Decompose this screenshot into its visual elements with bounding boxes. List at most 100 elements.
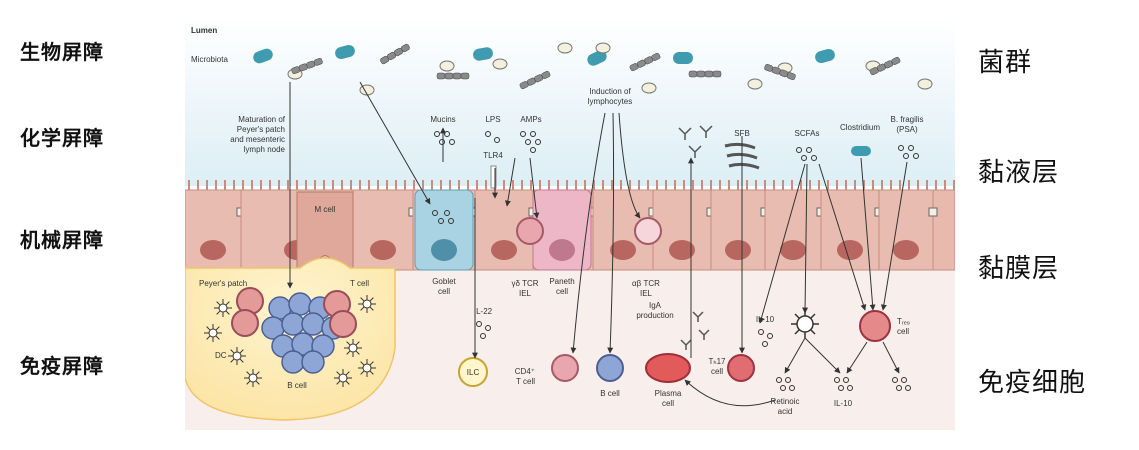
il10a-label: IL-10 <box>756 315 775 324</box>
microbiota-label: Microbiota <box>191 55 228 64</box>
right-label-microbiota: 菌群 <box>978 48 1033 78</box>
il10a-molecules <box>758 329 773 347</box>
lumen-region <box>185 18 955 186</box>
tight-junction <box>928 207 938 217</box>
dendritic-cell <box>204 324 222 342</box>
iga-antibodies <box>680 311 710 350</box>
bacterium-chain <box>380 43 410 65</box>
psa-molecules <box>898 145 919 159</box>
epithelial-nucleus <box>780 240 806 260</box>
iel-cell-1 <box>516 217 544 245</box>
pp-b-cell <box>301 312 325 336</box>
dendritic-cell <box>228 347 246 365</box>
microvilli <box>188 180 955 190</box>
bacterium-coccus <box>439 60 455 72</box>
th17-cell <box>727 354 755 382</box>
dendritic-cell <box>334 369 352 387</box>
pp-b-cell <box>288 292 312 316</box>
bacterium-coccus <box>747 78 763 90</box>
bacterium-rod <box>253 48 273 64</box>
activated-dc <box>791 310 819 338</box>
tlr4-receptor <box>490 165 497 189</box>
left-label-biological: 生物屏障 <box>20 40 104 64</box>
epithelial-nucleus <box>491 240 517 260</box>
ilc-label: ILC <box>467 368 480 377</box>
bacterium-chain <box>629 52 661 72</box>
dendritic-cell <box>244 369 262 387</box>
m-cell-label: M cell <box>315 205 336 214</box>
bacterium-chain <box>519 70 551 90</box>
amps-label: AMPs <box>520 115 541 124</box>
dendritic-cell <box>358 359 376 377</box>
cd4-label: CD4⁺T cell <box>515 367 535 386</box>
plasma-cell <box>645 353 691 383</box>
dendritic-cells <box>204 295 376 387</box>
right-label-mucosa-layer: 黏膜层 <box>978 254 1060 284</box>
bacterium-coccus <box>917 78 933 90</box>
epithelial-nucleus <box>725 240 751 260</box>
pp-b-cell <box>281 312 305 336</box>
goblet-cell <box>414 189 474 271</box>
mucins-label: Mucins <box>430 115 455 124</box>
epithelial-nucleus <box>669 240 695 260</box>
bacterium-rod <box>815 48 835 64</box>
il22-label: IL-22 <box>474 307 493 316</box>
goblet-mucin-dots <box>432 210 454 224</box>
b-cell-label: B cell <box>600 389 620 398</box>
bacterium-rod <box>335 44 355 60</box>
retinoic-molecules <box>776 377 795 391</box>
epithelial-nucleus <box>370 240 396 260</box>
epithelial-nucleus <box>837 240 863 260</box>
scfas-label: SCFAs <box>795 129 820 138</box>
iel-cell-2 <box>634 217 662 245</box>
treg-output-molecules <box>892 377 911 391</box>
pathway-arrows <box>287 81 908 407</box>
pp-t-cell-4 <box>329 310 357 338</box>
bacterium-coccus <box>557 42 573 54</box>
dc-label: DC <box>215 351 227 360</box>
bacterium-rod <box>587 50 607 66</box>
pp-t-cell-2 <box>231 309 259 337</box>
iga-antibodies-lumen <box>678 125 713 158</box>
bfragilis-label: B. fragilis(PSA) <box>891 115 924 134</box>
il10b-label: IL-10 <box>834 399 853 408</box>
pp-b-cell <box>281 350 305 374</box>
lps-label: LPS <box>485 115 500 124</box>
mucins-molecules <box>434 131 455 145</box>
il22-molecules <box>476 321 491 339</box>
right-label-immune-cells: 免疫细胞 <box>978 368 1087 398</box>
right-label-mucus-layer: 黏液层 <box>978 158 1060 188</box>
lps-molecules <box>485 131 500 143</box>
pp-t-cell-label: T cell <box>350 279 369 288</box>
peyers-patch-label: Peyer's patch <box>199 279 247 288</box>
bacterium-coccus <box>492 58 508 70</box>
dendritic-cell <box>344 339 362 357</box>
treg-cell <box>859 310 891 342</box>
amps-molecules <box>520 131 541 153</box>
bacterium-chain <box>764 64 796 80</box>
scfas-molecules <box>796 147 817 161</box>
microbiota-bacteria <box>253 42 933 96</box>
bacterium-rod <box>673 52 693 64</box>
bacterium-chain <box>869 56 901 76</box>
tlr4-label: TLR4 <box>483 151 503 160</box>
clostridium-bacterium <box>851 146 871 156</box>
goblet-nucleus <box>431 239 457 261</box>
clostridium-label: Clostridium <box>840 123 880 132</box>
pp-b-cell <box>301 350 325 374</box>
bacterium-chain <box>291 58 323 74</box>
bacterium-coccus <box>595 42 611 54</box>
bacterium-chain <box>688 70 722 78</box>
dendritic-cell <box>358 295 376 313</box>
